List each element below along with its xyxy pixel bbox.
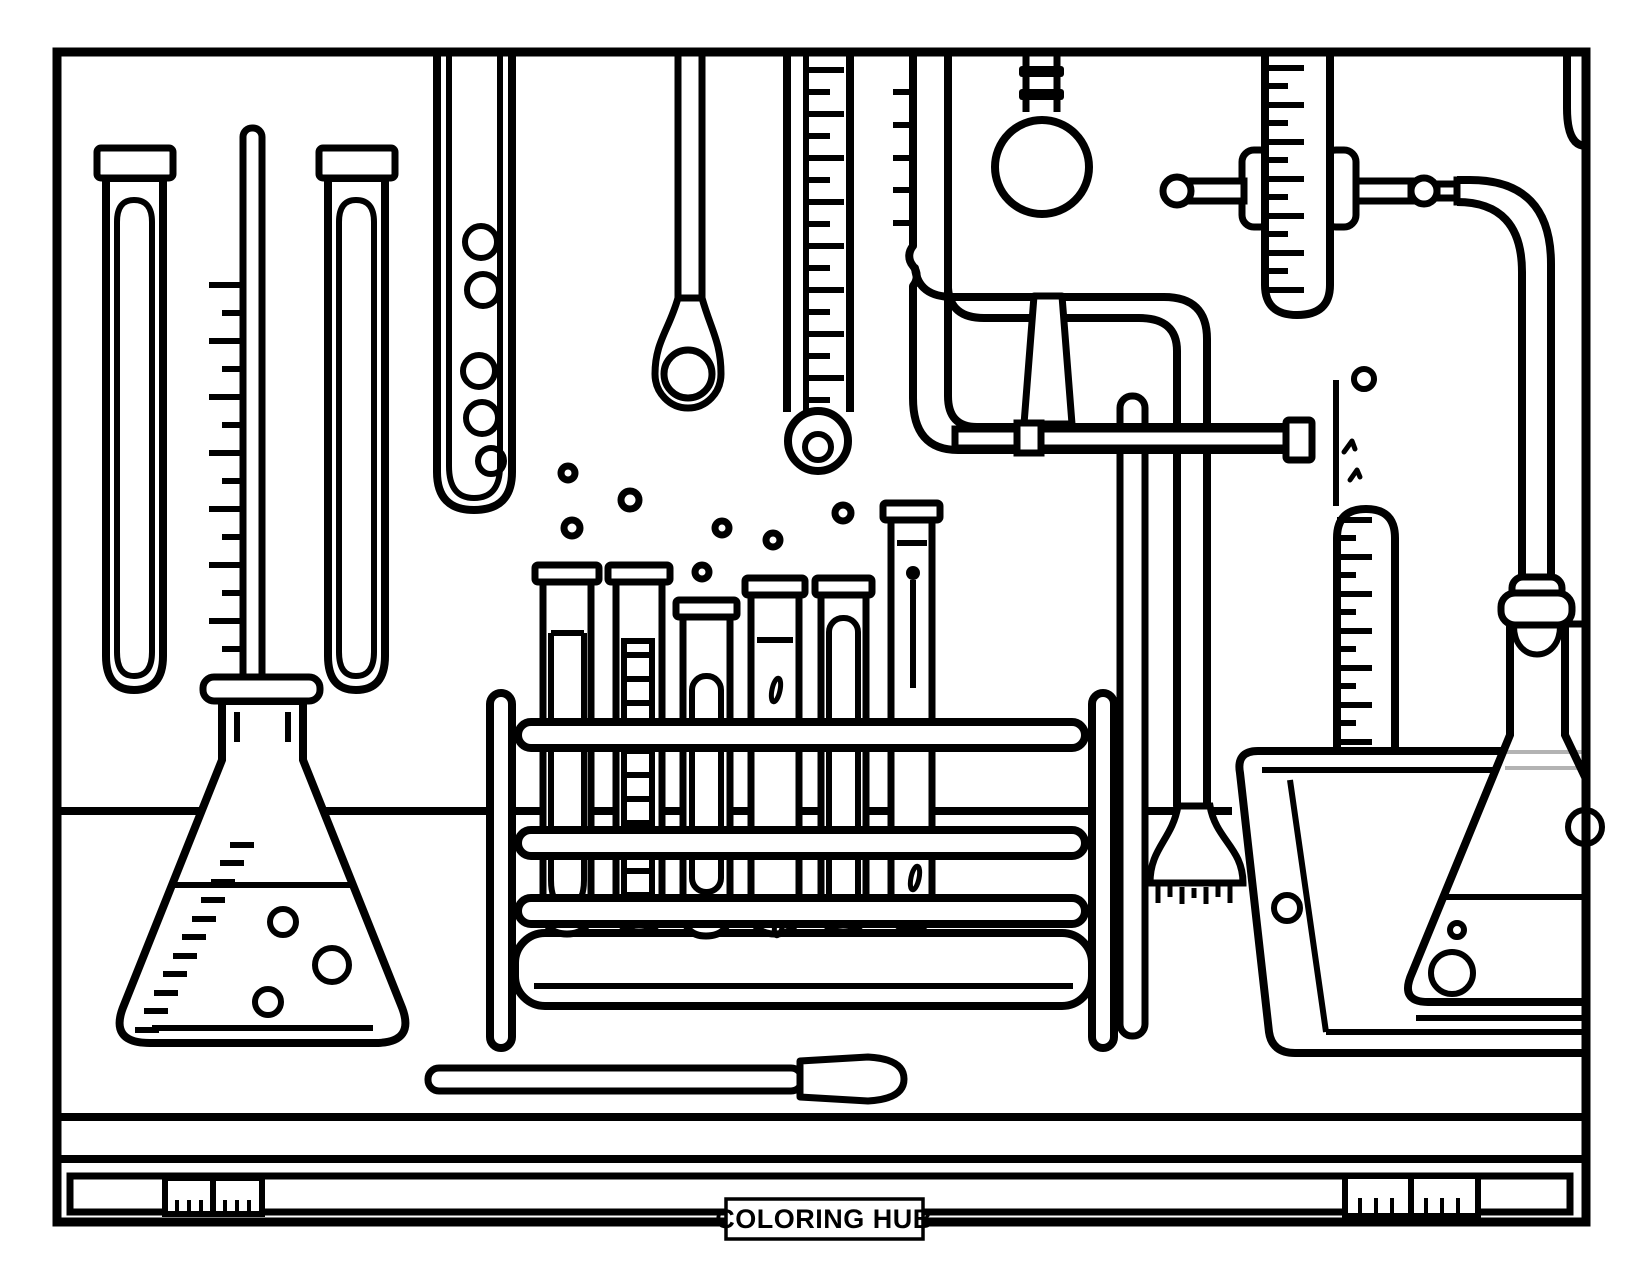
rack-rail-bottom bbox=[514, 894, 1089, 928]
rack-rail-top bbox=[514, 718, 1089, 752]
brand-label: COLORING HUB bbox=[715, 1197, 933, 1241]
droplet bbox=[907, 863, 923, 893]
support-rod-assembly bbox=[905, 48, 1316, 464]
droplet bbox=[768, 675, 784, 705]
bubble bbox=[252, 986, 284, 1018]
thermometer-stem bbox=[239, 124, 266, 692]
thermometer-ticks bbox=[209, 282, 244, 652]
funnel-with-bulb bbox=[991, 52, 1093, 218]
clamp-rod-left bbox=[1182, 177, 1248, 205]
stand-pole bbox=[1116, 392, 1149, 1040]
rack-tube-4 bbox=[747, 591, 803, 939]
flared-pipe-outlet bbox=[1146, 802, 1247, 904]
brand-label-text: COLORING HUB bbox=[715, 1204, 933, 1234]
bubble bbox=[267, 906, 299, 938]
rack-tube-2 bbox=[612, 578, 666, 936]
bubble bbox=[463, 399, 501, 437]
bubble bbox=[312, 945, 352, 985]
bubble bbox=[464, 271, 502, 309]
tube-cap bbox=[531, 561, 603, 586]
cylinder-ticks bbox=[1337, 517, 1372, 745]
rack-tube-5 bbox=[817, 591, 870, 936]
outlet-fringe bbox=[1155, 885, 1233, 904]
graduated-cylinder bbox=[1333, 366, 1399, 752]
pipe-bottom bbox=[944, 284, 1181, 810]
tube-cap bbox=[879, 499, 944, 524]
test-tube-second bbox=[315, 144, 399, 695]
tube-cap bbox=[315, 144, 399, 182]
tube-cap bbox=[604, 561, 674, 586]
clamp-knob-left bbox=[1159, 173, 1195, 209]
clamp-rod-right bbox=[1352, 177, 1415, 205]
dropper-pipette bbox=[651, 52, 725, 412]
tube-cap bbox=[672, 596, 741, 621]
tube-ticks bbox=[893, 89, 913, 226]
tube-cap bbox=[811, 574, 876, 599]
rack-leg-right bbox=[1088, 689, 1118, 1052]
rack-leg-left bbox=[486, 689, 516, 1052]
floating-bubbles bbox=[557, 462, 855, 583]
bubble bbox=[475, 445, 507, 477]
bubble bbox=[1447, 920, 1467, 940]
stoppered-erlenmeyer-flask bbox=[1404, 573, 1605, 1021]
small-marks bbox=[1341, 438, 1363, 483]
thermometer-ticks bbox=[806, 67, 844, 403]
flask-graduations bbox=[135, 842, 254, 1033]
stirring-rod bbox=[424, 1053, 908, 1105]
burette-ticks bbox=[1265, 65, 1304, 293]
tube-cap bbox=[741, 574, 809, 599]
burette-with-clamp bbox=[1159, 48, 1461, 320]
curved-delivery-tube bbox=[1453, 176, 1555, 582]
bubble bbox=[462, 223, 500, 261]
dropper-bulb bbox=[660, 346, 716, 402]
tube-cap bbox=[93, 144, 177, 182]
flask-rim bbox=[199, 673, 324, 705]
ruler-boxes bbox=[162, 1173, 1481, 1219]
rack-tube-1 bbox=[539, 578, 595, 938]
pipe-clamp bbox=[1020, 292, 1076, 428]
bubble bbox=[1428, 949, 1476, 997]
thermometer-with-scale bbox=[209, 124, 266, 692]
thermometer-bulb bbox=[784, 407, 852, 475]
large-test-tube-with-bubbles bbox=[433, 48, 516, 515]
pipe-top bbox=[911, 264, 1211, 810]
bubble bbox=[460, 352, 498, 390]
funnel-bulb bbox=[991, 116, 1093, 218]
test-tube-rack bbox=[486, 499, 1118, 1052]
rack-tube-3 bbox=[679, 613, 734, 940]
erlenmeyer-flask-with-liquid bbox=[115, 673, 410, 1047]
rack-rail-middle bbox=[514, 826, 1089, 860]
rod-end-cap bbox=[1282, 416, 1316, 464]
clamp-knob-right bbox=[1407, 174, 1441, 208]
tube-and-rod-top bbox=[944, 48, 1314, 431]
tube-and-rod-bottom bbox=[905, 48, 1314, 454]
tray-button bbox=[1271, 892, 1303, 924]
gas-tube-with-pipe bbox=[893, 89, 1211, 810]
corner-detail bbox=[1563, 56, 1587, 150]
rack-base bbox=[511, 929, 1096, 1010]
stirrer-ball bbox=[906, 566, 920, 580]
lab-thermometer-with-bulb bbox=[783, 52, 854, 475]
test-tube-left bbox=[93, 144, 177, 695]
stopper-base bbox=[1497, 589, 1576, 629]
clamp-block bbox=[1013, 419, 1045, 457]
rod-tip bbox=[796, 1053, 908, 1105]
bubble bbox=[1351, 366, 1377, 392]
